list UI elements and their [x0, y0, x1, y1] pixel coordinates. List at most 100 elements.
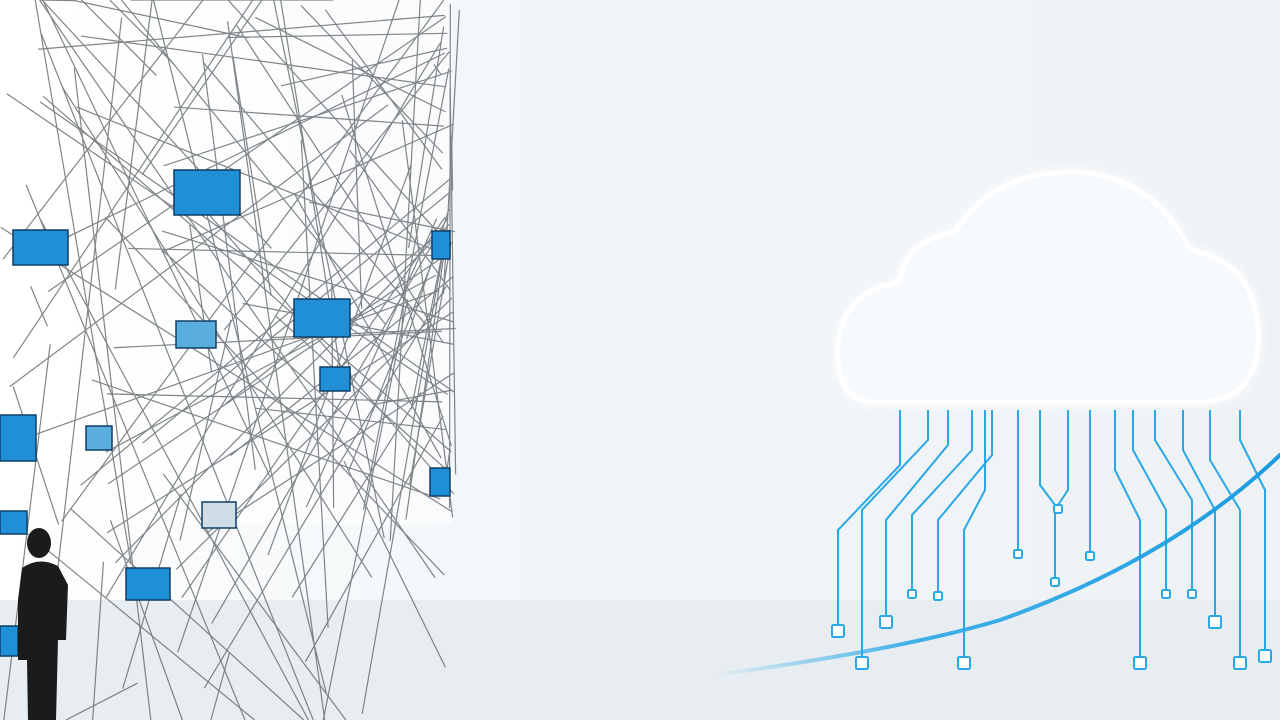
data-stream-arc: [713, 453, 1280, 677]
wire-line: [401, 120, 454, 518]
circuit-pin: [933, 591, 943, 601]
wire-line: [361, 229, 448, 714]
wire-line: [162, 473, 347, 720]
wire-line: [30, 286, 49, 327]
wire-line: [67, 52, 446, 238]
wire-line: [389, 0, 421, 541]
wire-line: [80, 0, 157, 76]
wire-line: [39, 101, 455, 393]
monitor-screen: [0, 510, 28, 535]
monitor-screen: [12, 229, 69, 266]
wire-line: [42, 95, 452, 453]
wire-line: [322, 299, 409, 720]
wire-line: [181, 216, 446, 599]
wire-line: [9, 104, 389, 388]
circuit-pin: [1013, 549, 1023, 559]
wire-line: [227, 32, 448, 39]
wire-line: [105, 274, 437, 453]
circuit-pin: [1258, 649, 1272, 663]
wire-line: [201, 54, 256, 470]
wire-line: [109, 519, 183, 720]
wire-line: [349, 149, 452, 291]
wire-line: [47, 16, 447, 293]
circuit-pin: [831, 624, 845, 638]
cloud-circuit-traces: [837, 410, 1266, 657]
wire-line: [451, 145, 454, 191]
circuit-pin: [1161, 589, 1171, 599]
wall-panel: [0, 0, 452, 525]
circuit-trace: [1239, 410, 1266, 650]
circuit-pin: [1133, 656, 1147, 670]
wire-line: [39, 0, 76, 2]
circuit-pin: [957, 656, 971, 670]
wire-line: [80, 176, 453, 486]
wire-line: [374, 389, 453, 405]
wire-line: [109, 0, 176, 66]
circuit-pin: [855, 656, 869, 670]
wire-line: [106, 311, 454, 534]
monitor-screen: [429, 467, 451, 497]
wire-line: [173, 106, 444, 127]
circuit-trace: [1154, 410, 1193, 590]
wire-line: [273, 0, 385, 539]
wire-line: [71, 0, 249, 39]
circuit-pin: [1050, 577, 1060, 587]
wire-line: [35, 290, 439, 435]
monitor-screen: [85, 425, 113, 451]
circuit-pin: [879, 615, 893, 629]
wire-line: [56, 17, 123, 572]
wire-line: [179, 319, 232, 541]
wire-line: [141, 0, 263, 176]
wire-line: [106, 393, 443, 403]
wire-line: [236, 24, 444, 343]
monitor-screen: [201, 501, 237, 529]
monitor-screen: [175, 320, 217, 349]
monitor-screen: [125, 567, 171, 601]
monitor-screen: [0, 625, 19, 657]
wire-line: [255, 407, 446, 431]
wire-line: [163, 70, 453, 167]
wire-line: [230, 275, 455, 456]
wire-line: [280, 47, 448, 87]
wire-line: [70, 508, 305, 720]
circuit-trace: [1182, 410, 1216, 616]
wire-line: [267, 164, 412, 556]
circuit-trace: [885, 410, 949, 616]
wire-line: [308, 201, 455, 233]
wire-line: [34, 0, 132, 563]
wire-line: [227, 0, 440, 235]
circuit-trace: [1039, 410, 1056, 578]
wire-line: [291, 392, 422, 598]
monitor-screen: [173, 169, 241, 216]
monitor-screen: [293, 298, 351, 338]
circuit-trace: [937, 410, 993, 592]
circuit-trace: [963, 410, 986, 657]
circuit-trace: [911, 410, 973, 590]
wire-line: [107, 252, 449, 485]
circuit-pin: [1187, 589, 1197, 599]
wire-line: [0, 226, 453, 513]
wire-line: [232, 56, 272, 296]
wire-line: [65, 682, 138, 720]
wire-line: [161, 249, 376, 443]
circuit-trace: [1114, 410, 1141, 657]
monitor-screen: [319, 366, 351, 392]
wire-line: [162, 230, 454, 323]
wire-line: [128, 247, 452, 257]
wire-line: [12, 0, 254, 359]
wire-line: [40, 219, 309, 720]
wire-line: [275, 316, 449, 472]
monitor-screens-group: [0, 169, 451, 657]
wire-line: [203, 285, 447, 689]
circuit-trace: [1132, 410, 1167, 590]
wire-line: [27, 533, 255, 720]
wire-line: [92, 561, 105, 720]
wire-line: [2, 0, 204, 260]
wire-line: [226, 21, 326, 720]
wire-line: [73, 68, 152, 720]
wire-line: [25, 184, 246, 720]
wire-line: [61, 85, 373, 578]
circuit-trace: [861, 410, 929, 657]
